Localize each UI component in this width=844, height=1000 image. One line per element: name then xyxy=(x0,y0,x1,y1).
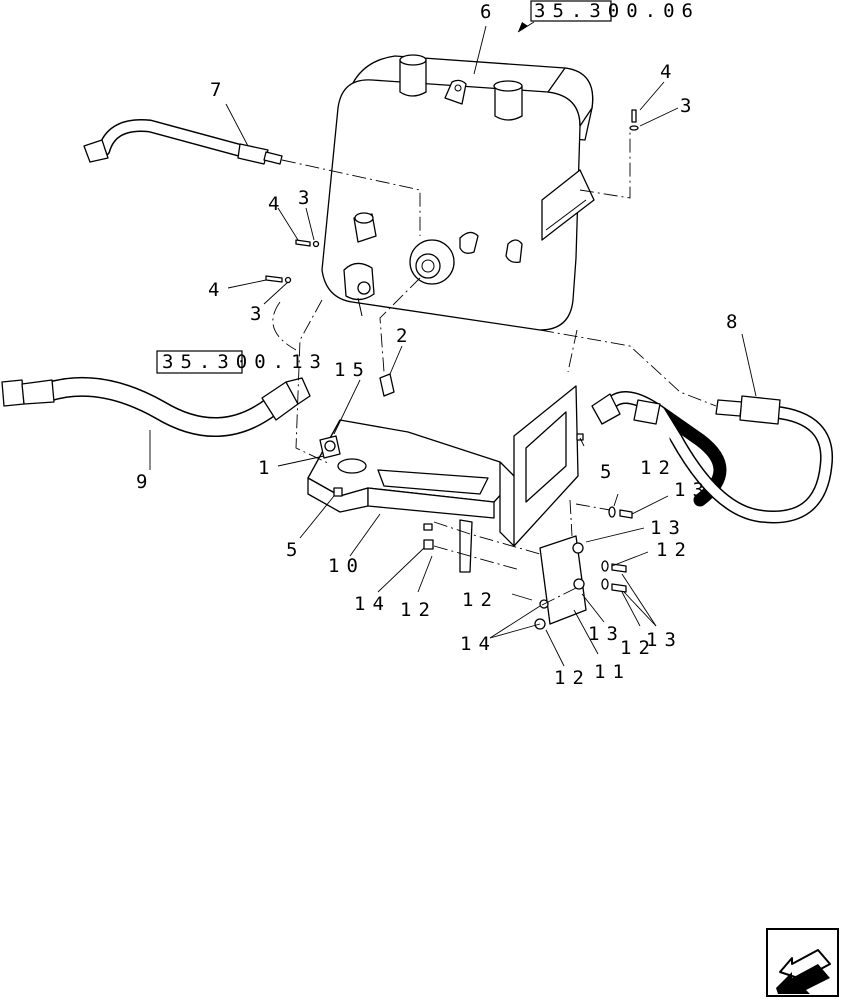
callout-13: 13 xyxy=(674,479,711,501)
reference-box-top[interactable]: 35.300.06 xyxy=(518,0,700,32)
callout-9: 9 xyxy=(136,471,147,493)
callout-13: 13 xyxy=(588,623,625,645)
callout-8: 8 xyxy=(726,311,737,333)
callout-12: 12 xyxy=(400,599,437,621)
reference-label: 35.300.13 xyxy=(162,351,328,373)
center-lines xyxy=(272,132,717,607)
callout-14: 14 xyxy=(460,633,497,655)
callout-7: 7 xyxy=(210,79,221,101)
reference-label: 35.300.06 xyxy=(534,0,700,22)
callout-3: 3 xyxy=(250,303,261,325)
plate-11 xyxy=(539,535,587,625)
callout-3: 3 xyxy=(680,95,691,117)
callout-2: 2 xyxy=(396,325,407,347)
callout-14: 14 xyxy=(354,593,391,615)
callout-12: 12 xyxy=(620,637,657,659)
callout-11: 11 xyxy=(594,661,631,683)
callout-12: 12 xyxy=(462,589,499,611)
callout-4: 4 xyxy=(660,61,671,83)
callout-13: 13 xyxy=(650,517,687,539)
callout-4: 4 xyxy=(268,193,279,215)
callout-1: 1 xyxy=(258,457,269,479)
callout-6: 6 xyxy=(480,1,491,23)
callout-12: 12 xyxy=(640,457,677,479)
callout-3: 3 xyxy=(298,187,309,209)
reference-box-left[interactable]: 35.300.13 xyxy=(156,350,328,374)
callout-13: 13 xyxy=(646,629,683,651)
callouts: 6 7 4 3 4 3 4 3 2 15 1 5 5 8 9 10 14 12 … xyxy=(136,1,737,689)
leader-lines xyxy=(149,21,757,667)
callout-12: 12 xyxy=(554,667,591,689)
back-arrow-icon[interactable] xyxy=(766,928,839,997)
hose-7 xyxy=(83,119,283,165)
callout-10: 10 xyxy=(328,555,365,577)
callout-12: 12 xyxy=(656,539,693,561)
callout-15: 15 xyxy=(334,359,371,381)
callout-5: 5 xyxy=(286,539,297,561)
hydraulic-tank xyxy=(321,54,595,331)
hose-9 xyxy=(1,376,311,437)
hardware xyxy=(265,109,639,630)
hose-8 xyxy=(591,391,834,524)
callout-5: 5 xyxy=(600,461,611,483)
mounting-bracket-10 xyxy=(307,385,579,573)
callout-4: 4 xyxy=(208,279,219,301)
